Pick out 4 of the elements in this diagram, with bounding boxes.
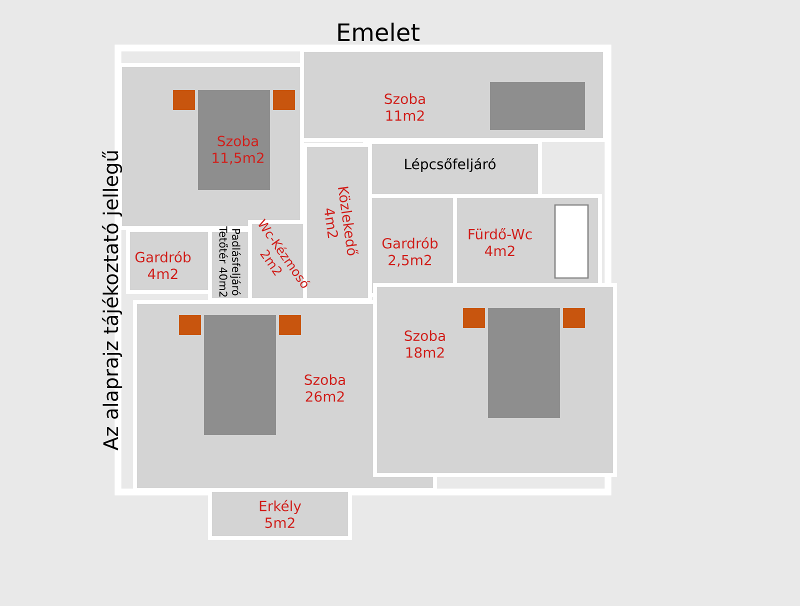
room: Erkély 5m2	[208, 488, 352, 540]
title: Emelet	[338, 22, 420, 42]
room: Gardrób 4m2	[126, 228, 212, 294]
room: Lépcsőfeljáró	[363, 140, 542, 198]
